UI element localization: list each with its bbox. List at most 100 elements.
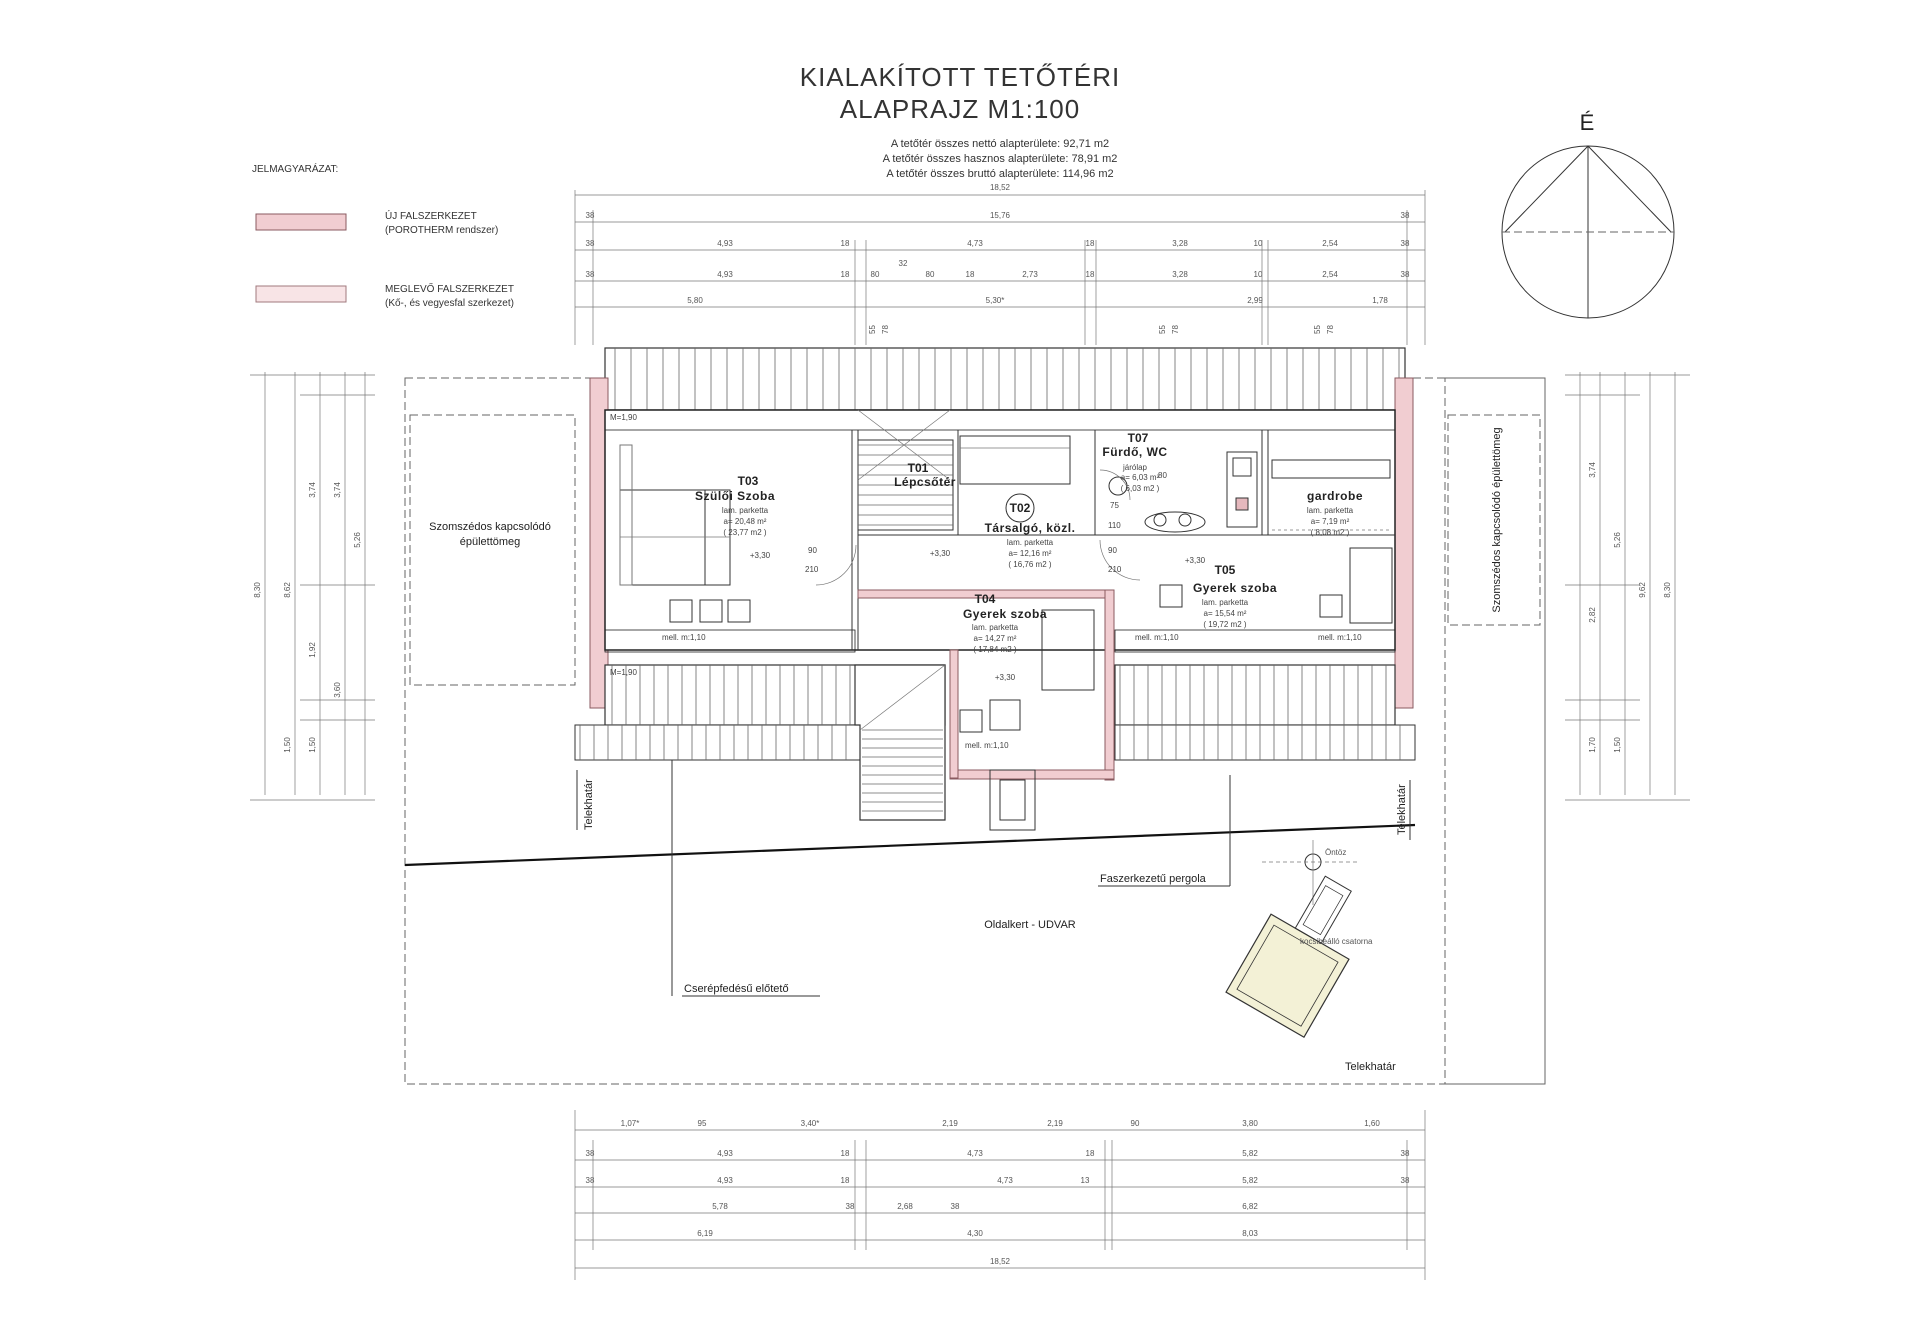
door-90-b: 90 <box>1108 546 1117 555</box>
door-110: 110 <box>1108 521 1121 530</box>
dim-bottom-r5-2: 8,03 <box>1242 1229 1258 1238</box>
dim-top-v1: 78 <box>881 325 890 334</box>
dim-top-r3-10: 10 <box>1254 270 1263 279</box>
dim-bottom-r2-4: 18 <box>1086 1149 1095 1158</box>
dim-top-v0: 55 <box>868 325 877 334</box>
dim-bottom-r2-6: 38 <box>1401 1149 1410 1158</box>
dim-top-r3-3: 80 <box>871 270 880 279</box>
dim-right-1: 9,62 <box>1638 582 1647 598</box>
dim-bottom-r1-6: 3,80 <box>1242 1119 1258 1128</box>
dim-bottom-r5-0: 6,19 <box>697 1229 713 1238</box>
dim-left-3: 3,74 <box>333 482 342 498</box>
dim-right-0: 8,30 <box>1663 582 1672 598</box>
dim-top-r3-4: 32 <box>899 259 908 268</box>
dim-right-6: 1,50 <box>1613 737 1622 753</box>
room-t07-area: a= 6,03 m² <box>1121 473 1160 482</box>
pergola-label: Faszerkezetű pergola <box>1100 873 1207 885</box>
room-t03-area: a= 20,48 m² <box>724 517 767 526</box>
rail-note-t05b: mell. m:1,10 <box>1318 633 1362 642</box>
wall-t04-bottom <box>949 769 1115 780</box>
legend-new-wall-swatch <box>255 213 347 231</box>
bottom-dimensions: 1,07* 95 3,40* 2,19 2,19 90 3,80 1,60 38… <box>574 1110 1426 1280</box>
dim-bottom-r3-3: 4,73 <box>997 1176 1013 1185</box>
room-t01-name: Lépcsőtér <box>894 475 956 489</box>
dim-top-r1-a: 38 <box>586 211 595 220</box>
north-arrow: É <box>1501 110 1675 319</box>
room-labels: T03 Szülői Szoba lam. parketta a= 20,48 … <box>610 413 1363 750</box>
dim-bottom-overall: 18,52 <box>990 1257 1011 1266</box>
roof-eave-top <box>604 347 1406 411</box>
neighbor-left-label: Szomszédos kapcsolódó <box>429 521 551 533</box>
dim-left-8: 3,60 <box>333 682 342 698</box>
room-t05-floor: lam. parketta <box>1202 598 1249 607</box>
dim-top-r3-1: 4,93 <box>717 270 733 279</box>
dim-top-r3-8: 18 <box>1086 270 1095 279</box>
legend-new-wall-line1: ÚJ FALSZERKEZET <box>385 209 477 222</box>
dim-left-5: 1,92 <box>308 642 317 658</box>
dim-top-r2-1: 4,93 <box>717 239 733 248</box>
dim-bottom-r3-6: 38 <box>1401 1176 1410 1185</box>
dim-top-v2: 55 <box>1158 325 1167 334</box>
dim-bottom-r3-2: 18 <box>841 1176 850 1185</box>
right-dimensions: 8,30 9,62 5,26 3,74 2,82 1,70 1,50 <box>1565 372 1690 801</box>
dim-top-r2-4: 18 <box>1086 239 1095 248</box>
dim-top-v4: 55 <box>1313 325 1322 334</box>
site-outline: Szomszédos kapcsolódó épülettömeg Szomsz… <box>404 377 1546 1085</box>
outside-staircase <box>854 664 1036 831</box>
neighbor-left-outline <box>409 414 576 686</box>
dim-bottom-r1-2: 3,40* <box>801 1119 820 1128</box>
dim-top-r1-b: 15,76 <box>990 211 1011 220</box>
telekhatar-right: Telekhatár <box>1396 784 1408 835</box>
dim-top-r3-7: 2,73 <box>1022 270 1038 279</box>
dim-top-r2-8: 38 <box>1401 239 1410 248</box>
dim-bottom-r4-4: 6,82 <box>1242 1202 1258 1211</box>
gross-area-note: A tetőtér összes bruttó alapterülete: 11… <box>886 168 1113 180</box>
dim-top-v3: 78 <box>1171 325 1180 334</box>
tap-symbol: Öntöz <box>1262 840 1360 905</box>
height-m190-bottom: M=1,90 <box>610 668 637 677</box>
dim-bottom-r3-1: 4,93 <box>717 1176 733 1185</box>
room-t05-name: Gyerek szoba <box>1193 581 1277 595</box>
dim-left-4: 5,26 <box>353 532 362 548</box>
dim-bottom-r4-0: 5,78 <box>712 1202 728 1211</box>
room-t05-level: +3,30 <box>1185 556 1206 565</box>
legend-existing-wall-line2: (Kő-, és vegyesfal szerkezet) <box>385 298 514 309</box>
dim-top-r3-5: 80 <box>926 270 935 279</box>
dim-top-r4-3: 1,78 <box>1372 296 1388 305</box>
wall-right <box>1394 377 1414 709</box>
net-area-note: A tetőtér összes nettó alapterülete: 92,… <box>891 138 1109 150</box>
rail-note-t03: mell. m:1,10 <box>662 633 706 642</box>
telekhatar-left: Telekhatár <box>583 779 595 830</box>
building <box>589 377 1414 781</box>
dim-top-r2-3: 4,73 <box>967 239 983 248</box>
room-t02-area: a= 12,16 m² <box>1009 549 1052 558</box>
room-t05-area: a= 15,54 m² <box>1204 609 1247 618</box>
room-t04-area2: ( 17,84 m2 ) <box>973 645 1016 654</box>
room-t04-area: a= 14,27 m² <box>974 634 1017 643</box>
north-label: É <box>1580 110 1595 135</box>
dim-bottom-r1-7: 1,60 <box>1364 1119 1380 1128</box>
dim-right-4: 2,82 <box>1588 607 1597 623</box>
dim-left-1: 8,62 <box>283 582 292 598</box>
room-t05-area2: ( 19,72 m2 ) <box>1203 620 1246 629</box>
room-t03-id: T03 <box>738 474 759 488</box>
dim-top-r2-2: 18 <box>841 239 850 248</box>
room-t04-id: T04 <box>975 592 996 606</box>
title-block: KIALAKÍTOTT TETŐTÉRI ALAPRAJZ M1:100 A t… <box>800 62 1120 180</box>
dim-bottom-r2-5: 5,82 <box>1242 1149 1258 1158</box>
dim-bottom-r3-5: 5,82 <box>1242 1176 1258 1185</box>
room-t07-id: T07 <box>1128 431 1149 445</box>
room-t02-level: +3,30 <box>930 549 951 558</box>
usable-area-note: A tetőtér összes hasznos alapterülete: 7… <box>883 153 1118 165</box>
dim-bottom-r2-3: 4,73 <box>967 1149 983 1158</box>
dim-top-r4-0: 5,80 <box>687 296 703 305</box>
dim-top-v5: 78 <box>1326 325 1335 334</box>
room-t06-floor: lam. parketta <box>1307 506 1354 515</box>
dim-top-r3-9: 3,28 <box>1172 270 1188 279</box>
telekhatar-bottom: Telekhatár <box>1345 1061 1396 1073</box>
legend-existing-wall-swatch <box>255 285 347 303</box>
plan-title-line2: ALAPRAJZ M1:100 <box>840 94 1080 124</box>
dim-top-r4-2: 2,99 <box>1247 296 1263 305</box>
dim-bottom-r1-4: 2,19 <box>1047 1119 1063 1128</box>
